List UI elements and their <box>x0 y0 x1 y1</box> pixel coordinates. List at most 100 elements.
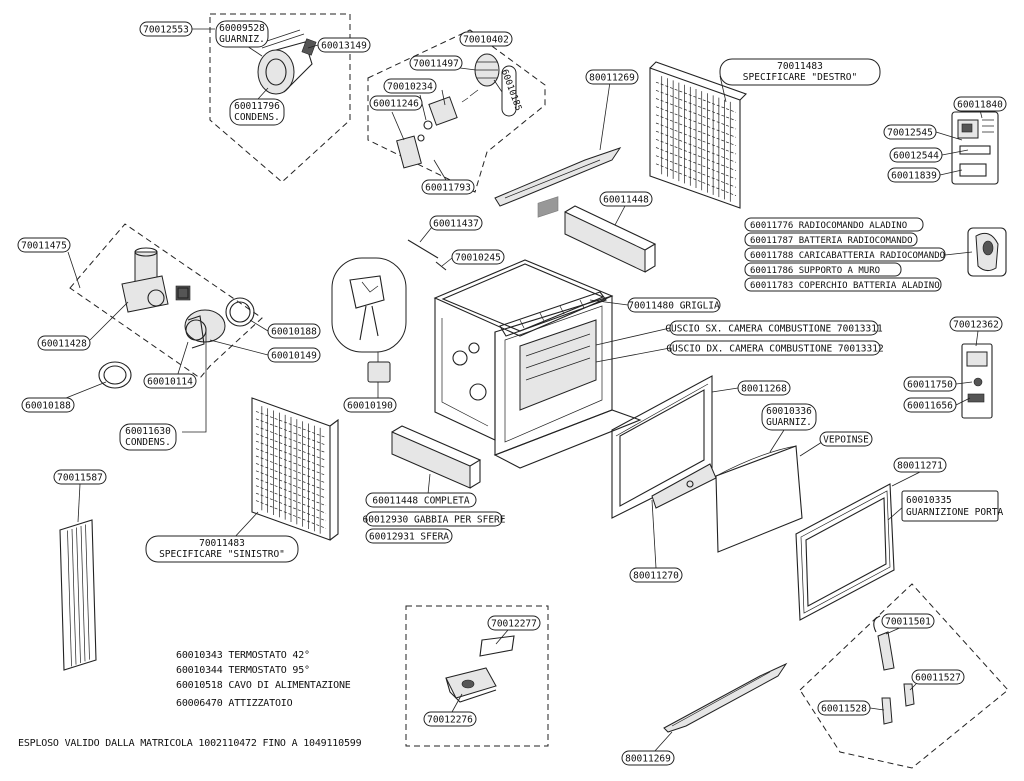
grille-slat <box>255 411 327 438</box>
callout-70011483-right: 70011483 SPECIFICARE "DESTRO" <box>719 58 881 86</box>
top-trim-part <box>494 81 622 207</box>
callout-70012277: 70012277 <box>487 615 541 631</box>
callout-60010336: 60010336 GUARNIZ. <box>761 403 817 431</box>
hinge-arm <box>877 631 895 671</box>
svg-text:70011480 GRIGLIA: 70011480 GRIGLIA <box>628 301 720 312</box>
grille-slat <box>71 528 77 665</box>
callout-70011480: 70011480 GRIGLIA <box>627 297 721 313</box>
callout-60010335: 60010335 GUARNIZIONE PORTA <box>901 490 1004 522</box>
fan-housing <box>121 275 169 313</box>
grille-slat <box>255 470 327 499</box>
callout-60011793: 60011793 <box>421 179 475 195</box>
left-side-grille <box>231 397 339 541</box>
grille-slat <box>85 524 90 660</box>
svg-text:60011783 COPERCHIO BATTERIA A: 60011783 COPERCHIO BATTERIA ALADINO <box>750 281 940 291</box>
svg-text:60010114: 60010114 <box>147 377 193 388</box>
svg-text:60011656: 60011656 <box>907 401 953 412</box>
callout-60012544: 60012544 <box>889 147 943 163</box>
svg-text:60011448 COMPLETA: 60011448 COMPLETA <box>372 496 470 507</box>
remote-control-picture <box>967 227 1007 277</box>
ash-tray-lid <box>479 635 515 657</box>
svg-text:70010245: 70010245 <box>455 253 501 264</box>
svg-text:60010149: 60010149 <box>271 351 317 362</box>
grille-slat <box>255 463 327 491</box>
svg-text:70011483: 70011483 <box>777 61 823 72</box>
grille-slat <box>655 98 737 130</box>
callout-60011437: 60011437 <box>429 215 483 231</box>
svg-text:CONDENS.: CONDENS. <box>234 112 280 123</box>
svg-text:60013149: 60013149 <box>321 41 367 52</box>
svg-text:80011271: 80011271 <box>897 461 943 472</box>
note-thermostat-95: 60010344 TERMOSTATO 95° <box>176 665 310 676</box>
svg-text:60011776 RADIOCOMANDO ALADINO: 60011776 RADIOCOMANDO ALADINO <box>750 221 907 231</box>
callout-60011448-completa: 60011448 COMPLETA <box>365 492 477 508</box>
callout-60011796: 60011796 CONDENS. <box>229 98 285 126</box>
svg-text:60011839: 60011839 <box>891 171 937 182</box>
power-cord-detail <box>331 257 407 398</box>
grille-slat <box>655 147 737 180</box>
callout-70011475: 70011475 <box>17 237 71 253</box>
footer-serial-range: ESPLOSO VALIDO DALLA MATRICOLA 100211047… <box>18 738 362 749</box>
svg-text:60011787 BATTERIA RADIOCOMAND: 60011787 BATTERIA RADIOCOMANDO <box>750 236 913 246</box>
svg-text:60011437: 60011437 <box>433 219 479 230</box>
callout-60011840: 60011840 <box>953 96 1007 112</box>
callout-70011587: 70011587 <box>53 469 107 485</box>
callout-60010188-a: 60010188 <box>267 323 321 339</box>
svg-text:VEPOINSE: VEPOINSE <box>823 435 869 446</box>
grille-slat <box>255 440 327 469</box>
grille-slat <box>255 433 327 461</box>
svg-text:70011587: 70011587 <box>57 473 103 484</box>
grille-slat <box>655 122 737 155</box>
svg-text:70010234: 70010234 <box>387 82 433 93</box>
note-power-cable: 60010518 CAVO DI ALIMENTAZIONE <box>176 680 351 691</box>
callout-60010114: 60010114 <box>143 373 197 389</box>
svg-text:60011750: 60011750 <box>907 380 953 391</box>
svg-text:70012545: 70012545 <box>887 128 933 139</box>
callout-70010245: 70010245 <box>451 249 505 265</box>
svg-text:60011630: 60011630 <box>125 426 171 437</box>
callout-70011501: 70011501 <box>881 613 935 629</box>
stove-body <box>433 196 671 469</box>
hinge-pin-a <box>881 697 893 725</box>
fan-dashed-boundary <box>69 223 263 379</box>
grille-slat <box>655 163 737 196</box>
svg-text:SPECIFICARE "DESTRO": SPECIFICARE "DESTRO" <box>743 72 857 83</box>
svg-text:60011428: 60011428 <box>41 339 87 350</box>
callout-80011268: 80011268 <box>737 380 791 396</box>
callout-60010190: 60010190 <box>343 397 397 413</box>
callout-80011271: 80011271 <box>893 457 947 473</box>
svg-text:GUARNIZIONE PORTA: GUARNIZIONE PORTA <box>906 507 1004 518</box>
svg-text:SPECIFICARE "SINISTRO": SPECIFICARE "SINISTRO" <box>159 549 285 560</box>
right-side-grille <box>649 61 748 209</box>
grille-slat <box>255 448 327 476</box>
condenser-dashed-boundary <box>209 13 351 183</box>
control-board <box>935 109 999 185</box>
svg-text:60011796: 60011796 <box>234 101 280 112</box>
insulation-strips <box>59 483 97 671</box>
callout-60010188-b: 60010188 <box>21 397 75 413</box>
grille-slat <box>255 425 327 454</box>
remote-list-item: 60011783 COPERCHIO BATTERIA ALADINO <box>744 277 942 292</box>
svg-text:70012553: 70012553 <box>143 25 189 36</box>
grille-slat <box>255 477 327 507</box>
fan-gasket <box>175 285 191 301</box>
svg-text:70011497: 70011497 <box>413 59 459 70</box>
callout-70010402: 70010402 <box>459 31 513 47</box>
svg-text:70011501: 70011501 <box>885 617 931 628</box>
svg-text:70012362: 70012362 <box>953 320 999 331</box>
svg-text:80011269: 80011269 <box>625 754 671 765</box>
svg-text:80011270: 80011270 <box>633 571 679 582</box>
callout-60011448-top: 60011448 <box>599 191 653 207</box>
svg-text:GUSCIO DX. CAMERA COMBUSTIONE: GUSCIO DX. CAMERA COMBUSTIONE 70013312 <box>666 344 883 355</box>
remote-list-item: 60011786 SUPPORTO A MURO <box>744 262 902 277</box>
svg-text:60012931 SFERA: 60012931 SFERA <box>369 532 449 543</box>
svg-text:GUARNIZ.: GUARNIZ. <box>219 34 265 45</box>
svg-text:70010402: 70010402 <box>463 35 509 46</box>
grille-slat <box>655 81 737 113</box>
svg-text:60011793: 60011793 <box>425 183 471 194</box>
igniter-bracket <box>428 96 458 126</box>
display-board <box>955 330 993 419</box>
callout-80011269-bottom: 80011269 <box>621 750 675 766</box>
callout-80011270: 80011270 <box>629 567 683 583</box>
